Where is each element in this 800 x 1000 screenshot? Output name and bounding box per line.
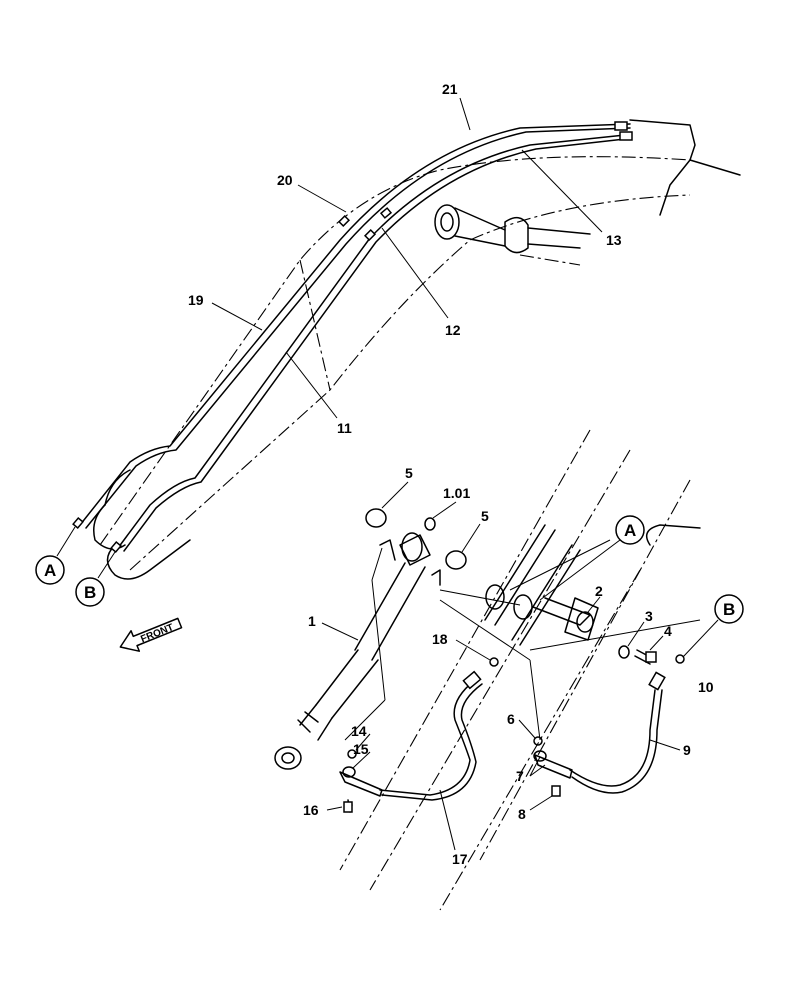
front-label: FRONT: [139, 622, 175, 645]
part-label-1-01: 1.01: [443, 485, 470, 501]
boom-hydraulic-lines: [72, 121, 633, 554]
callout-a-left: A: [44, 561, 56, 580]
part-label-6: 6: [507, 711, 515, 727]
hydraulic-cylinder: [274, 508, 467, 770]
boom-foot-pin: [434, 204, 591, 266]
callout-b-left: B: [84, 583, 96, 602]
part-label-7: 7: [516, 768, 524, 784]
callout-b-right: B: [723, 600, 735, 619]
part-label-16: 16: [303, 802, 319, 818]
hose-9: [533, 671, 666, 797]
part-label-2: 2: [595, 583, 603, 599]
part-label-3: 3: [645, 608, 653, 624]
front-direction-arrow: FRONT: [119, 617, 183, 652]
part-label-21: 21: [442, 81, 458, 97]
part-label-9: 9: [683, 742, 691, 758]
part-label-19: 19: [188, 292, 204, 308]
part-label-15: 15: [353, 741, 369, 757]
callout-circle-b-right: [714, 594, 744, 624]
part-label-18: 18: [432, 631, 448, 647]
part-label-14: 14: [351, 723, 367, 739]
assembly-guide-lines: [344, 539, 701, 741]
part-labels: 21 20 13 12 19 11 5 1.01 5 1 2 3 4 10 18…: [188, 81, 714, 867]
reference-callouts: A B A B: [35, 515, 744, 624]
hose-17: [339, 657, 499, 813]
callout-circle-a-right: [615, 515, 645, 545]
part-label-4: 4: [664, 623, 672, 639]
part-label-5a: 5: [405, 465, 413, 481]
callout-circle-a-left: [35, 555, 65, 585]
callout-a-right: A: [624, 521, 636, 540]
leader-lines: [56, 97, 719, 851]
part-label-11: 11: [337, 420, 352, 436]
part-label-1: 1: [308, 613, 316, 629]
callout-circle-b-left: [75, 577, 105, 607]
arm-link-bracket: [484, 524, 581, 646]
part-label-8: 8: [518, 806, 526, 822]
pin-assembly: [532, 597, 685, 665]
part-label-17: 17: [452, 851, 468, 867]
arm-outline: [339, 429, 701, 911]
part-label-10: 10: [698, 679, 714, 695]
boom-outline: [93, 119, 741, 580]
part-label-20: 20: [277, 172, 293, 188]
part-label-12: 12: [445, 322, 461, 338]
part-label-13: 13: [606, 232, 622, 248]
part-label-5b: 5: [481, 508, 489, 524]
